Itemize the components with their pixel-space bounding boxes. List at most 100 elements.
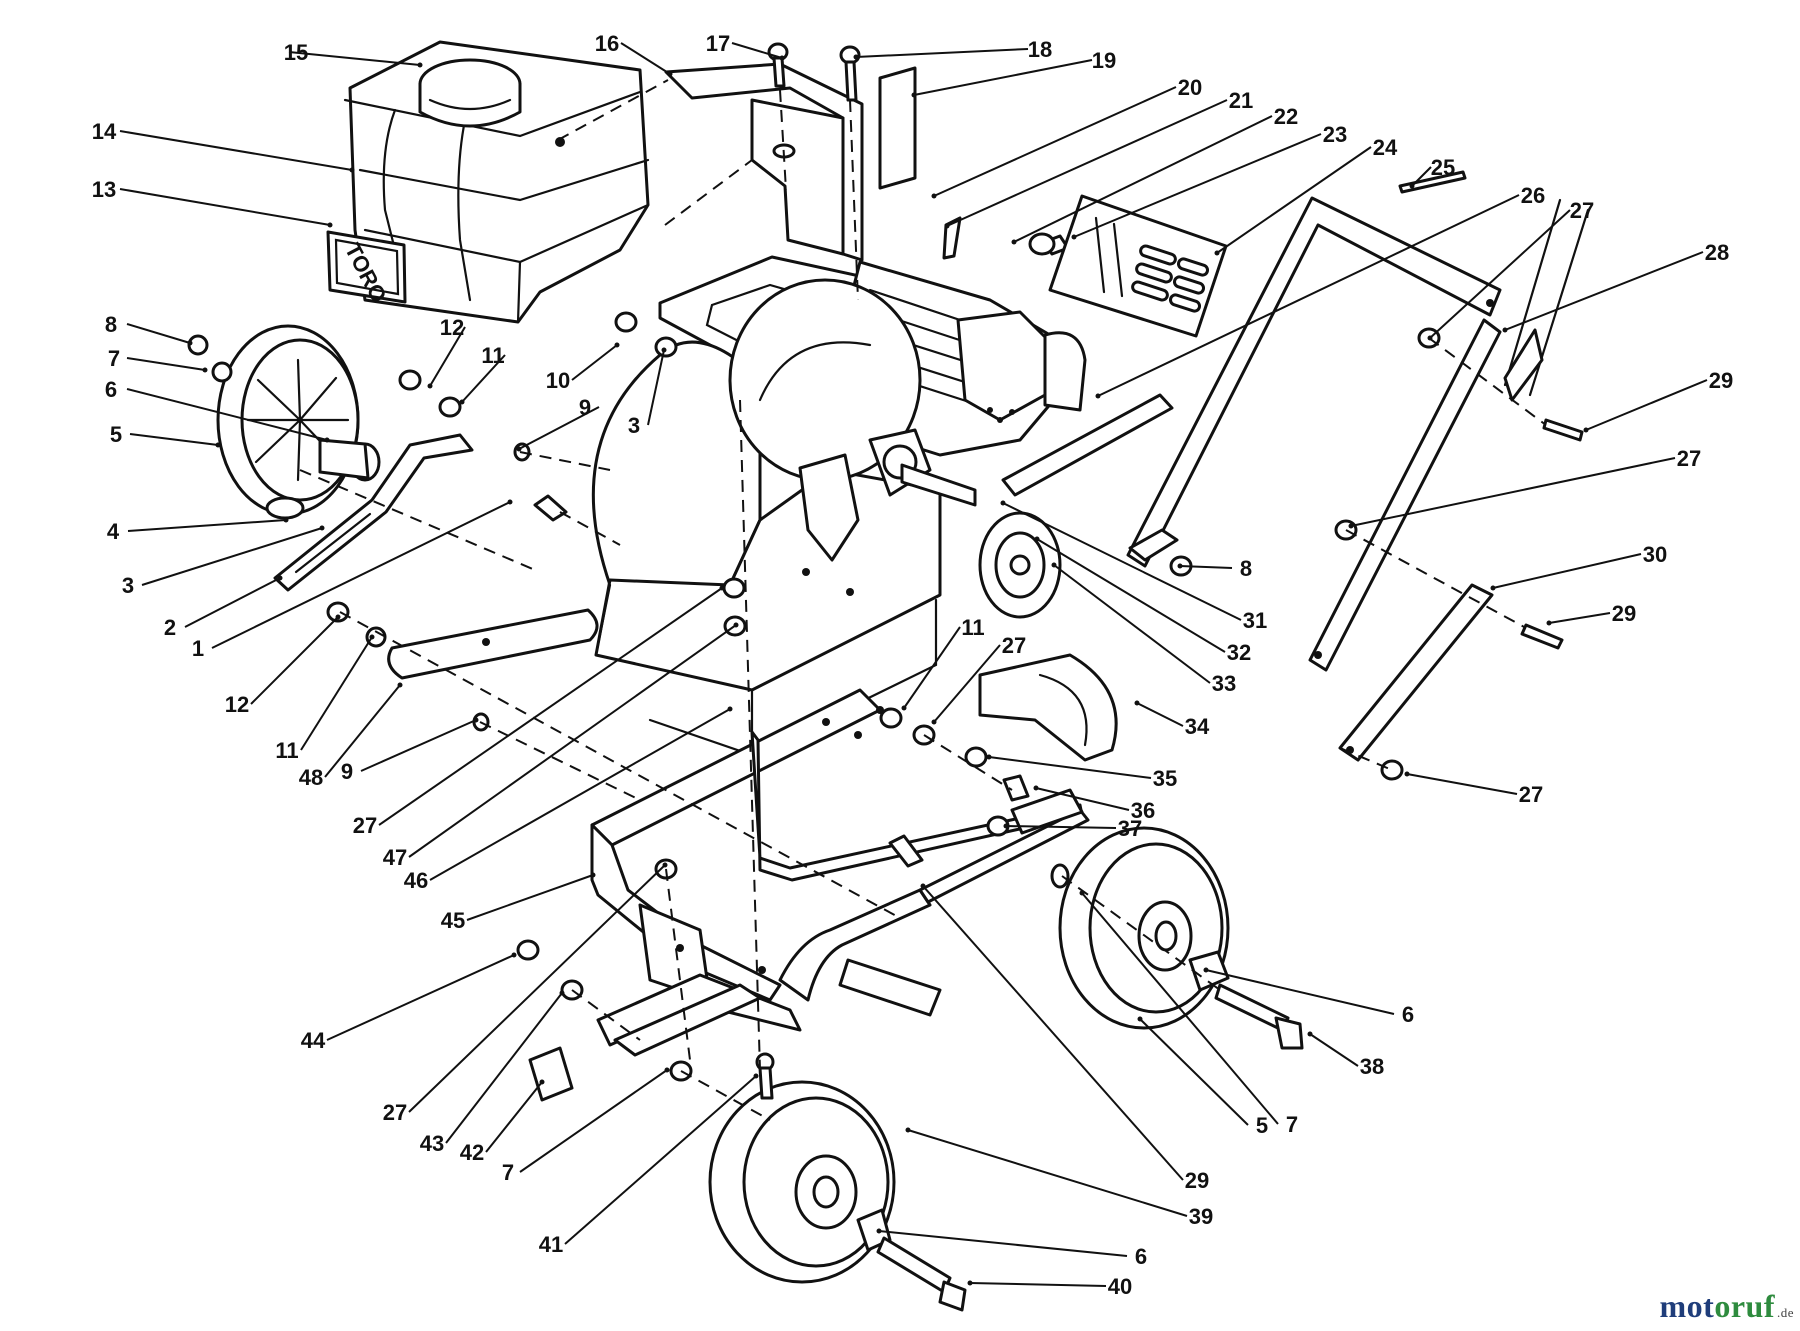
leader-line — [1411, 166, 1432, 187]
leader-line — [564, 1075, 757, 1245]
leader-line — [466, 874, 594, 921]
leader-dot — [1409, 183, 1415, 189]
leader-line — [408, 864, 666, 1113]
callout-c5a: 5 — [110, 422, 122, 447]
leader-dot — [1546, 620, 1552, 626]
leader-dot — [727, 706, 733, 712]
callout-c11c: 11 — [275, 738, 298, 763]
motoruf-watermark: motoruf.de — [1660, 1288, 1795, 1325]
leader-dot — [1051, 562, 1057, 568]
callout-c42: 42 — [460, 1140, 484, 1165]
leader-dot — [853, 54, 859, 60]
leader-line — [969, 1282, 1107, 1287]
leader-line — [1136, 702, 1184, 727]
callout-c9b: 9 — [341, 759, 353, 784]
leader-line — [878, 1230, 1128, 1257]
leader-dot — [202, 367, 208, 373]
decal-19 — [878, 66, 917, 190]
handle-bar-28 — [1503, 198, 1590, 402]
callout-c3a: 3 — [122, 573, 134, 598]
leader-dot — [733, 622, 739, 628]
leader-line — [1036, 538, 1226, 653]
leader-dot — [614, 342, 620, 348]
leader-dot — [920, 883, 926, 889]
leader-dot — [779, 55, 785, 61]
engine-bracket — [664, 62, 864, 262]
callout-c14: 14 — [92, 119, 117, 144]
leader-dot — [931, 719, 937, 725]
decal-25 — [1398, 170, 1467, 194]
leader-line — [324, 684, 401, 778]
leader-line — [1504, 251, 1704, 331]
callout-c2: 2 — [164, 615, 176, 640]
belt-guard — [978, 653, 1118, 762]
spacer-42 — [528, 1046, 574, 1102]
leader-line — [211, 501, 511, 649]
leader-line — [518, 406, 600, 450]
leader-dot — [1177, 563, 1183, 569]
leader-dot — [1502, 327, 1508, 333]
callout-c19: 19 — [1092, 48, 1116, 73]
leader-line — [360, 719, 477, 772]
leader-dot — [1011, 239, 1017, 245]
callout-c3b: 3 — [628, 413, 640, 438]
callout-c7a: 7 — [108, 346, 120, 371]
bracket-30 — [1338, 583, 1494, 762]
leader-line — [1073, 133, 1322, 238]
leader-dot — [1583, 427, 1589, 433]
callout-c27c: 27 — [1002, 633, 1026, 658]
bracket-48 — [387, 608, 599, 680]
leader-line — [461, 354, 506, 403]
callout-c12b: 12 — [225, 692, 249, 717]
leader-dot — [1490, 585, 1496, 591]
callout-c39: 39 — [1189, 1204, 1213, 1229]
callout-c6b: 6 — [1402, 1002, 1414, 1027]
callout-c34: 34 — [1185, 714, 1210, 739]
leader-line — [933, 86, 1177, 197]
air-cleaner-cover — [1048, 194, 1228, 338]
leader-line — [933, 644, 1001, 723]
leader-dot — [277, 575, 283, 581]
leader-dot — [1404, 771, 1410, 777]
watermark-tld: .de — [1776, 1305, 1794, 1320]
leader-dot — [931, 193, 937, 199]
callout-c29a: 29 — [1709, 368, 1733, 393]
leader-dot — [417, 62, 423, 68]
callout-c44: 44 — [301, 1028, 326, 1053]
callout-c47: 47 — [383, 845, 407, 870]
callout-c48: 48 — [299, 765, 323, 790]
callout-c6a: 6 — [105, 377, 117, 402]
leader-dot — [559, 990, 565, 996]
leader-line — [1492, 553, 1642, 589]
leader-dot — [905, 1127, 911, 1133]
callout-c17: 17 — [706, 31, 730, 56]
callout-c29c: 29 — [1185, 1168, 1209, 1193]
assembly-lines — [299, 79, 1547, 1121]
leader-dot — [1348, 523, 1354, 529]
leader-dot — [459, 399, 465, 405]
leader-line — [129, 433, 219, 446]
handle-brace-31 — [1001, 393, 1179, 562]
leader-line — [922, 885, 1184, 1181]
leader-line — [326, 954, 515, 1041]
callout-c5b: 5 — [1256, 1113, 1268, 1138]
leader-dot — [1079, 890, 1085, 896]
leader-line — [250, 616, 339, 705]
left-rear-wheel — [708, 1080, 896, 1284]
leader-dot — [215, 442, 221, 448]
lower-handle — [1308, 318, 1502, 672]
callout-c8b: 8 — [1240, 556, 1252, 581]
callout-c37: 37 — [1118, 816, 1142, 841]
leader-dot — [511, 952, 517, 958]
leader-line — [907, 1129, 1188, 1217]
leader-line — [126, 323, 191, 344]
leader-line — [1216, 146, 1372, 254]
leader-line — [300, 636, 373, 751]
leader-dot — [539, 1079, 545, 1085]
callout-c10: 10 — [546, 368, 570, 393]
leader-line — [1548, 612, 1611, 624]
leader-line — [988, 756, 1152, 779]
leader-line — [119, 130, 353, 171]
leader-dot — [187, 340, 193, 346]
leader-dot — [473, 717, 479, 723]
